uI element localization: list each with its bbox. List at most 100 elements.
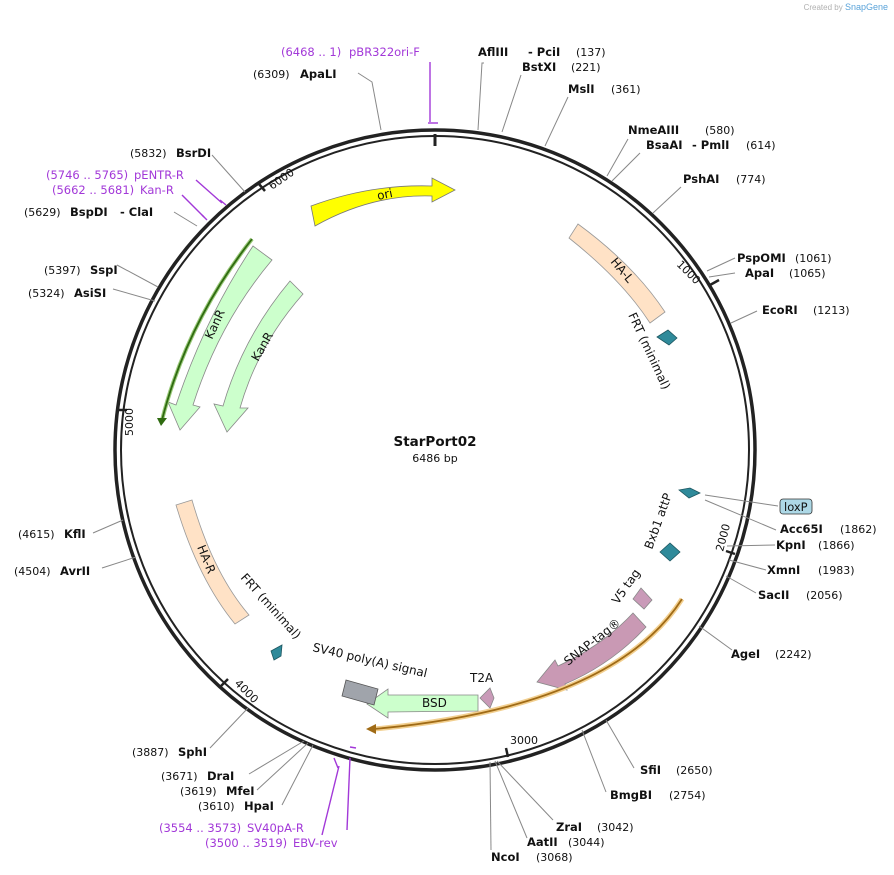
site-kfli-pos: (4615): [18, 528, 55, 541]
ori-label: ori: [376, 186, 394, 203]
site-bsaai-name: BsaAI: [646, 138, 683, 152]
frt-bottom-label: FRT (minimal): [238, 571, 304, 642]
site-sphi-name: SphI: [178, 745, 207, 759]
backbone-inner-strand: [120, 135, 750, 765]
v5-tag-feature[interactable]: [632, 587, 653, 610]
site-sphi-pos: (3887): [132, 746, 169, 759]
ha-l-feature[interactable]: [568, 223, 666, 324]
credit-prefix: Created by: [803, 3, 843, 12]
site-clai-name: - ClaI: [120, 205, 153, 219]
site-sacii-pos: (2056): [806, 589, 843, 602]
primer-ebv-rev-range: (3500 .. 3519): [205, 836, 287, 850]
site-mfei-pos: (3619): [180, 785, 217, 798]
backbone-outer-strand: [113, 128, 757, 772]
orf-head: [366, 724, 376, 734]
site-apali-pos: (6309): [253, 68, 290, 81]
bsd-feature[interactable]: [366, 688, 479, 719]
snap-tag-feature[interactable]: [536, 612, 647, 691]
site-msli-pos: (361): [611, 83, 641, 96]
site-ncoi-pos: (3068): [536, 851, 573, 864]
site-avrii-pos: (4504): [14, 565, 51, 578]
tick-label-5000: 5000: [123, 408, 136, 436]
primer-pbr322ori-f-name: pBR322ori-F: [349, 45, 420, 59]
snapgene-credit: Created by SnapGene: [804, 2, 888, 12]
site-agei-name: AgeI: [731, 647, 760, 661]
site-bstxi-name: BstXI: [522, 60, 556, 74]
primer-ebv-rev-name: EBV-rev: [293, 836, 338, 850]
site-msli-name: MslI: [568, 82, 595, 96]
ruler-ticks: [118, 183, 736, 758]
site-xmni-name: XmnI: [767, 563, 800, 577]
site-kpni-pos: (1866): [818, 539, 855, 552]
site-asisi-pos: (5324): [28, 287, 65, 300]
tick-6000: [258, 183, 266, 192]
site-zrai-pos: (3042): [597, 821, 634, 834]
site-bstxi-pos: (221): [571, 61, 601, 74]
tick-1000: [709, 278, 720, 287]
tick-3000: [504, 747, 510, 758]
site-asisi-name: AsiSI: [74, 286, 106, 300]
site-sspi-name: SspI: [90, 263, 118, 277]
orf-line: [373, 598, 683, 730]
loxp-feature[interactable]: [678, 487, 701, 499]
kanr-outer-feature[interactable]: [167, 245, 273, 431]
site-bmgbi-pos: (2754): [669, 789, 706, 802]
site-bspdi-name: BspDI: [70, 205, 108, 219]
site-bsrdi-name: BsrDI: [176, 146, 211, 160]
ha-r-feature[interactable]: [175, 499, 250, 625]
site-pcii-name: - PciI: [528, 45, 560, 59]
site-afliii-name: AflIII: [478, 45, 508, 59]
sv40-polya-feature[interactable]: [341, 679, 379, 706]
site-sacii-name: SacII: [758, 588, 789, 602]
site-nmeaiii-pos: (580): [705, 124, 735, 137]
loxp-label-box: [779, 498, 813, 515]
site-ecori-name: EcoRI: [762, 303, 798, 317]
site-bspdi-pos: (5629): [24, 206, 61, 219]
t2a-label: T2A: [469, 671, 494, 685]
bxb1-attp-feature[interactable]: [659, 542, 681, 562]
site-mfei-name: MfeI: [226, 784, 255, 798]
kanr-orf: [161, 238, 253, 421]
primer-sv40pa-r-name: SV40pA-R: [247, 821, 304, 835]
site-pspomi-name: PspOMI: [737, 251, 786, 265]
site-nmeaiii-name: NmeAIII: [628, 123, 679, 137]
loxp-label: loxP: [784, 500, 808, 514]
site-pshai-name: PshAI: [683, 172, 719, 186]
frt-bottom-feature[interactable]: [270, 644, 283, 661]
site-apali-name: ApaLI: [300, 67, 337, 81]
site-apai-name: ApaI: [745, 266, 774, 280]
site-pshai-pos: (774): [736, 173, 766, 186]
site-zrai-name: ZraI: [556, 820, 582, 834]
site-acc65i-pos: (1862): [840, 523, 877, 536]
primer-pbr322ori-f-range: (6468 .. 1): [281, 45, 341, 59]
site-kfli-name: KflI: [64, 527, 86, 541]
primer-markers: [181, 62, 438, 836]
plasmid-name: StarPort02: [393, 434, 476, 450]
bsd-label: BSD: [422, 696, 447, 710]
site-aatii-name: AatII: [527, 835, 558, 849]
tick-label-2000: 2000: [713, 522, 733, 552]
site-agei-pos: (2242): [775, 648, 812, 661]
primer-kan-r-range: (5662 .. 5681): [52, 183, 134, 197]
site-sfii-name: SfiI: [640, 763, 661, 777]
kanr-inner-feature[interactable]: [213, 280, 304, 433]
site-leader-lines: [92, 62, 779, 851]
tick-label-3000: 3000: [510, 734, 538, 747]
site-bsaai-pos: (614): [746, 139, 776, 152]
t2a-feature[interactable]: [479, 687, 495, 709]
site-drai-pos: (3671): [161, 770, 198, 783]
tick-label-1000: 1000: [674, 258, 703, 287]
site-pmli-name: - PmlI: [692, 138, 729, 152]
ori-feature[interactable]: [310, 177, 456, 227]
site-ncoi-name: NcoI: [491, 850, 520, 864]
site-ecori-pos: (1213): [813, 304, 850, 317]
tick-4000: [220, 678, 229, 687]
site-sfii-pos: (2650): [676, 764, 713, 777]
primer-pentr-r-range: (5746 .. 5765): [46, 168, 128, 182]
site-bsrdi-pos: (5832): [130, 147, 167, 160]
frt-top-feature[interactable]: [656, 329, 678, 346]
bxb1-attp-label: Bxb1 attP: [642, 491, 675, 551]
frt-top-label: FRT (minimal): [625, 310, 673, 391]
site-avrii-name: AvrII: [60, 564, 90, 578]
